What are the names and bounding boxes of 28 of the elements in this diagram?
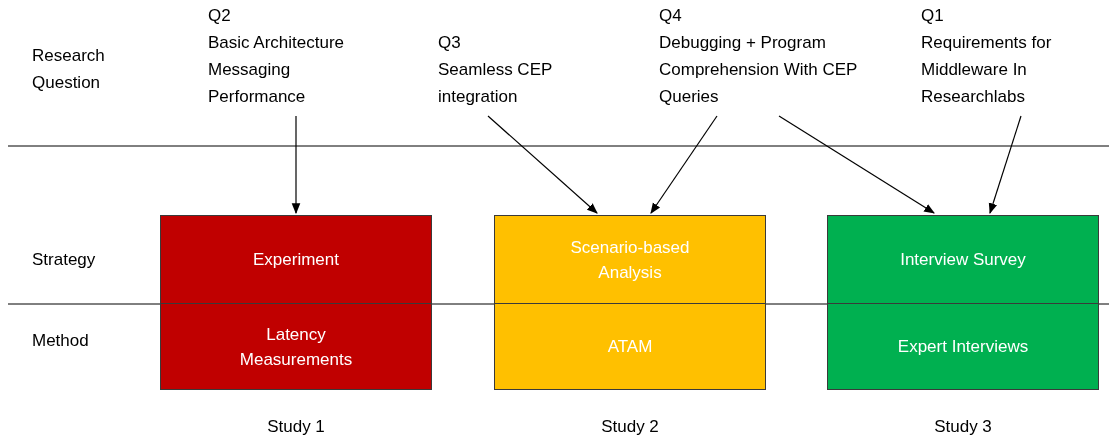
study-box [160,215,432,390]
row-label: Method [32,330,90,352]
strategy-text: Interview Survey [900,249,1026,272]
method-text: Latency Measurements [238,323,354,371]
study-label: Study 2 [600,417,660,437]
strategy-text: Experiment [253,249,339,272]
arrow [291,115,301,215]
arrow [988,115,1022,215]
study-label: Study 1 [266,417,326,437]
question-text: Seamless CEP integration [438,59,553,108]
study-label: Study 3 [933,417,993,437]
question-number: Q1 [921,5,945,27]
arrow [487,115,598,214]
question-number: Q2 [208,5,232,27]
question-text: Basic Architecture Messaging Performance [208,32,346,108]
study-box [827,215,1099,390]
method-text: ATAM [607,336,653,359]
method-text: Expert Interviews [897,336,1029,359]
question-text: Debugging + Program Comprehension With CEP Queries [659,32,859,108]
row-label: Strategy [32,249,97,271]
arrow [650,115,718,214]
study-box [494,215,766,390]
question-number: Q3 [438,32,462,54]
question-text: Requirements for Middleware In Researchlabs [921,32,1053,108]
question-number: Q4 [659,5,683,27]
arrow [778,115,935,214]
row-label: Research Question [32,45,106,94]
strategy-text: Scenario-based Analysis [569,236,691,284]
